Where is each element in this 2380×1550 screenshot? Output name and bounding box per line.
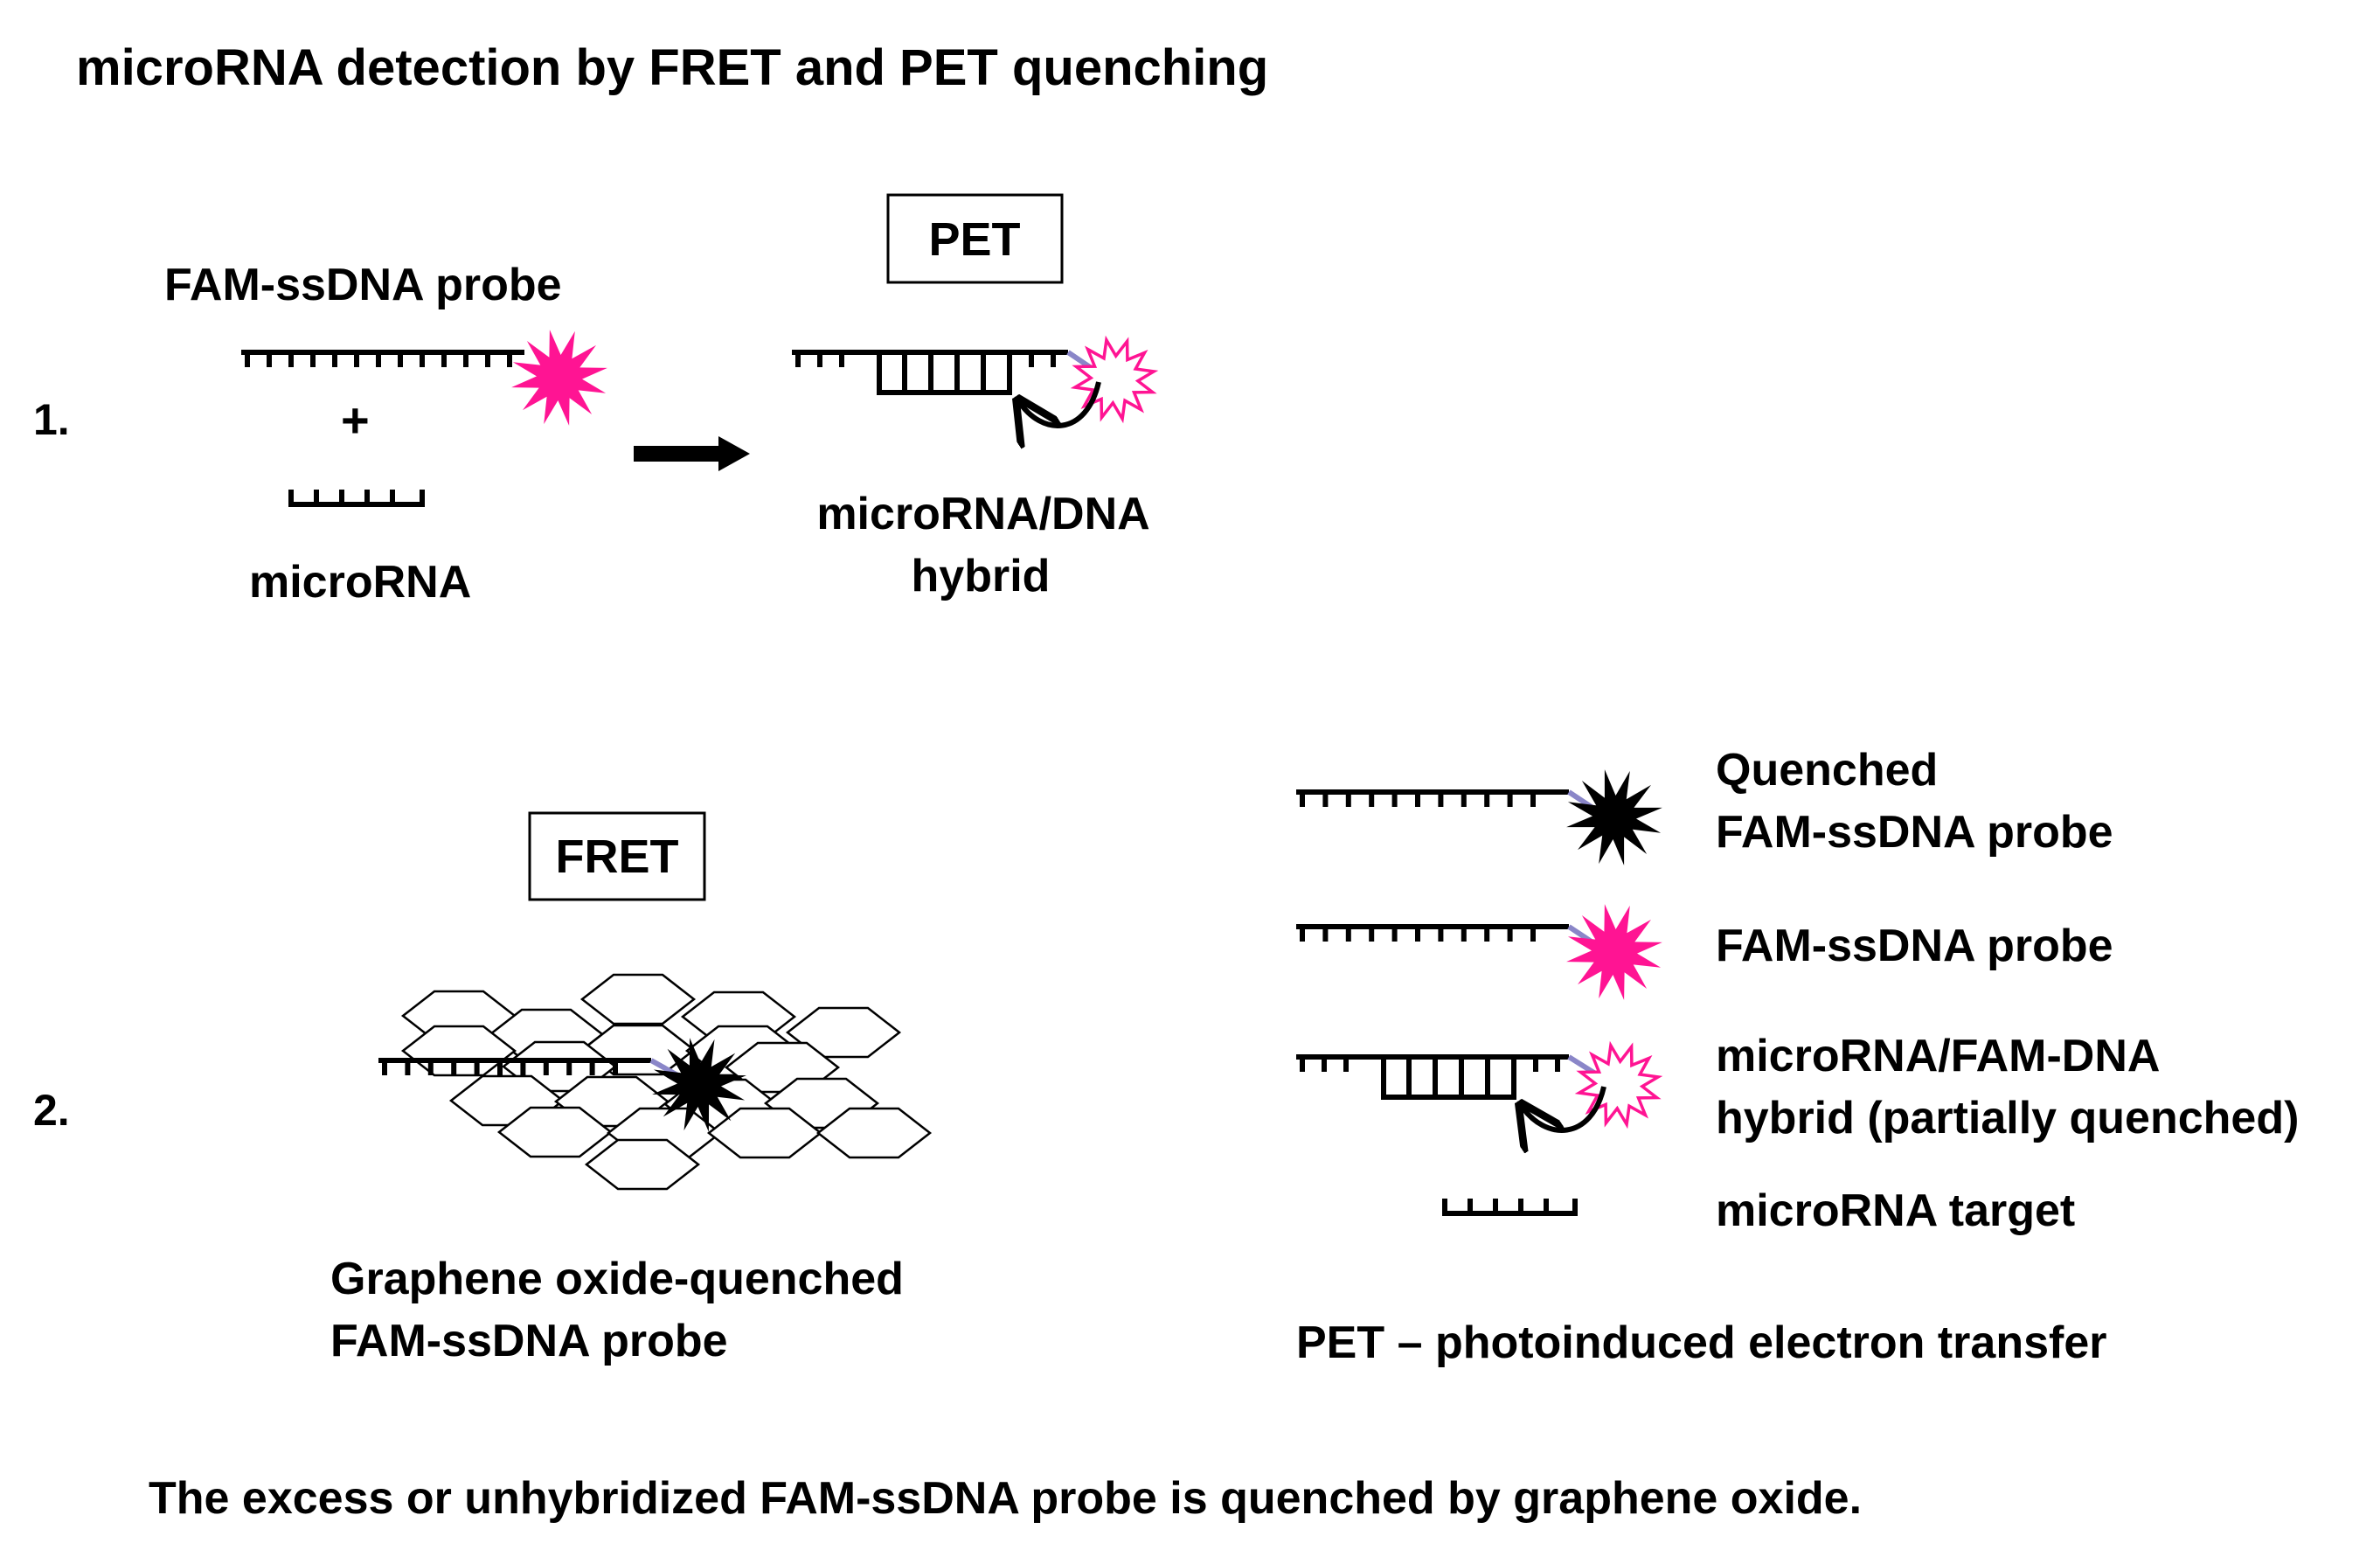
step-1-electron-transfer-arrow	[1018, 381, 1101, 426]
step-1-partially-quenched-star	[1066, 335, 1159, 424]
pet-box-label: PET	[928, 213, 1020, 266]
footer-note: The excess or unhybridized FAM-ssDNA pro…	[149, 1473, 1862, 1524]
legend-partially-quenched-star	[1567, 1040, 1663, 1129]
legend-quenched-line1: Quenched	[1716, 745, 1938, 796]
legend: Quenched FAM-ssDNA probe FAM-ssDNA probe…	[1296, 745, 2299, 1368]
legend-quencher-star	[1566, 769, 1662, 865]
diagram-title: microRNA detection by FRET and PET quenc…	[76, 39, 1268, 96]
legend-hybrid-line2: hybrid (partially quenched)	[1716, 1093, 2299, 1143]
legend-hybrid-line1: microRNA/FAM-DNA	[1716, 1031, 2160, 1081]
step-1-probe-strand	[241, 350, 524, 367]
pet-definition: PET – photoinduced electron transfer	[1296, 1317, 2106, 1368]
graphene-hexagon	[815, 1107, 933, 1159]
graphene-label-line1: Graphene oxide-quenched	[330, 1254, 904, 1304]
legend-fluorophore-star	[1566, 904, 1662, 1000]
step-1-microrna-strand	[288, 490, 425, 507]
graphene-hexagon	[584, 1138, 701, 1191]
step-1-hybrid-label-line2: hybrid	[912, 551, 1051, 601]
legend-probe-strand	[1296, 924, 1569, 942]
step-1-microrna-label: microRNA	[249, 557, 471, 608]
plus-sign: +	[341, 393, 370, 448]
legend-electron-transfer-arrow	[1521, 1086, 1606, 1130]
step-1-hybrid-strand	[792, 350, 1068, 395]
legend-hybrid-strand	[1296, 1054, 1569, 1100]
fret-box-label: FRET	[556, 831, 679, 883]
pet-box: PET	[886, 193, 1064, 284]
step-1-fluorophore-star	[511, 330, 607, 426]
step-1-hybrid-label-line1: microRNA/DNA	[816, 489, 1149, 539]
legend-quenched-line2: FAM-ssDNA probe	[1716, 807, 2113, 858]
legend-target-strand	[1442, 1199, 1578, 1216]
reaction-arrow	[634, 436, 750, 471]
legend-quenched-strand	[1296, 789, 1569, 807]
step-2-probe-strand	[378, 1058, 651, 1075]
step-1-probe-label: FAM-ssDNA probe	[164, 260, 562, 310]
step-1-number: 1.	[33, 395, 70, 444]
graphene-label-line2: FAM-ssDNA probe	[330, 1316, 728, 1366]
step-2-quenched-star	[649, 1038, 746, 1132]
step-2-number: 2.	[33, 1086, 70, 1135]
fret-box: FRET	[528, 811, 706, 901]
legend-probe-label: FAM-ssDNA probe	[1716, 921, 2113, 971]
graphene-oxide-sheet	[400, 973, 933, 1191]
graphene-hexagon	[579, 973, 697, 1025]
legend-target-label: microRNA target	[1716, 1185, 2075, 1236]
